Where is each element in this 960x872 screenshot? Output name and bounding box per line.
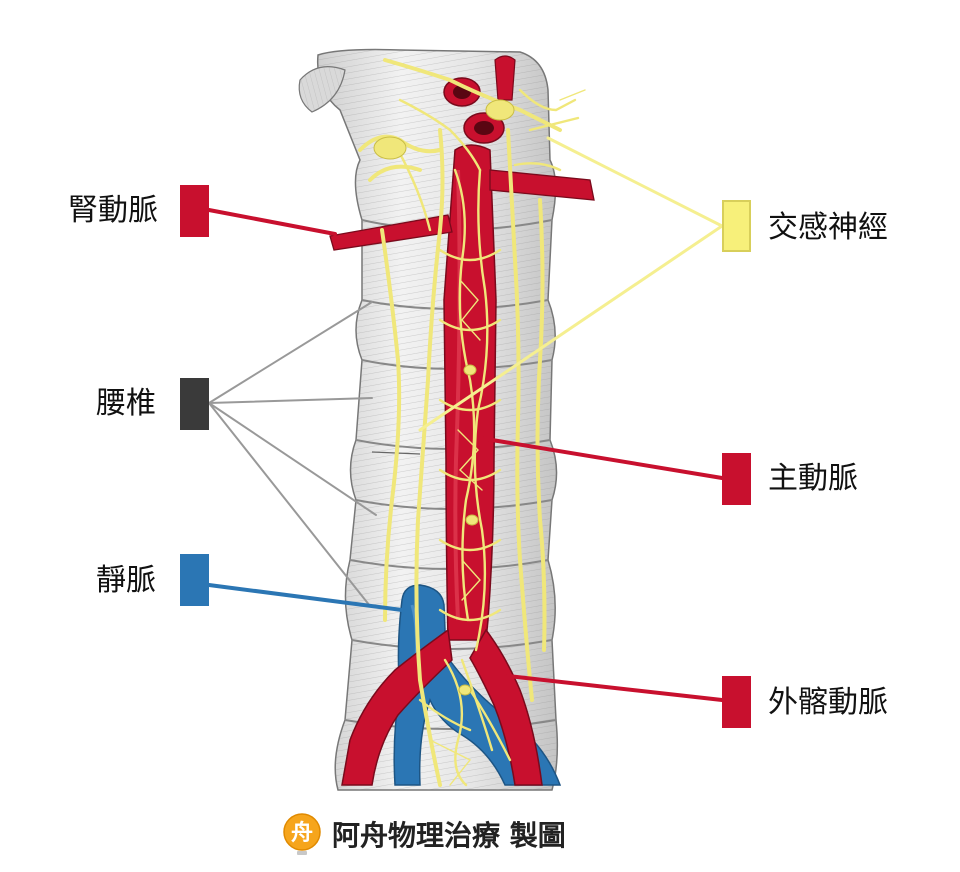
footer-text: 阿舟物理治療 製圖 xyxy=(332,819,566,852)
leader-lines xyxy=(207,136,724,702)
lumbar-vertebra-label: 腰椎 xyxy=(96,386,156,421)
vein-swatch xyxy=(180,554,209,606)
renal-artery-label: 腎動脈 xyxy=(68,193,158,228)
nerve-plexus xyxy=(358,58,586,787)
aorta-label: 主動脈 xyxy=(768,461,858,496)
logo-char: 舟 xyxy=(291,820,313,846)
lumbar-vertebra-swatch xyxy=(180,378,209,430)
boat-logo-icon: 舟 xyxy=(283,813,321,855)
sympathetic-nerve-swatch xyxy=(722,200,751,252)
renal-artery-swatch xyxy=(180,185,209,237)
iliac-artery-label: 外髂動脈 xyxy=(768,685,888,720)
iliac-artery-swatch xyxy=(722,676,751,728)
footer-credit: 舟 阿舟物理治療 製圖 xyxy=(282,812,566,856)
sympathetic-nerve-label: 交感神經 xyxy=(768,210,888,245)
aorta-swatch xyxy=(722,453,751,505)
vein-label: 靜脈 xyxy=(96,563,156,598)
